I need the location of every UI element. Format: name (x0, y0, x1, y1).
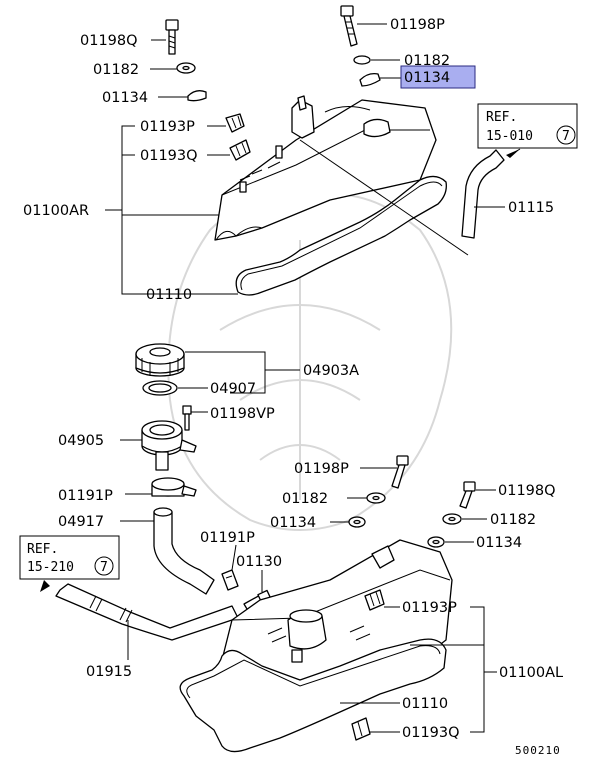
label-04903a: 04903A (303, 363, 359, 379)
gasket-01110-lower[interactable] (179, 638, 447, 753)
seal-01134-lower-right[interactable] (427, 536, 445, 548)
label-01191p-left: 01191P (58, 488, 113, 504)
svg-text:15-210: 15-210 (27, 560, 74, 575)
seal-01134-lower-left[interactable] (348, 516, 366, 528)
label-01110-lower: 01110 (402, 696, 448, 712)
gasket-04907[interactable] (142, 380, 178, 396)
label-01100ar: 01100AR (23, 203, 89, 219)
clip-01193q-lower[interactable] (351, 717, 371, 741)
clip-01193q-top[interactable] (229, 139, 251, 161)
hose-01115[interactable] (461, 149, 505, 239)
ref-box-top[interactable]: REF. 15-010 7 (477, 103, 578, 158)
label-04907: 04907 (210, 381, 256, 397)
clip-01193p-top[interactable] (225, 113, 245, 133)
washer-01182-lower-right[interactable] (442, 513, 462, 525)
svg-text:7: 7 (562, 129, 570, 144)
bolt-01198p-lower[interactable] (391, 455, 409, 489)
label-01134-top-right: 01134 (404, 70, 450, 86)
label-01193q-top: 01193Q (140, 148, 198, 164)
label-01182-lower-right: 01182 (490, 512, 536, 528)
hose-01915[interactable] (55, 583, 239, 641)
bolt-01198q-top-left[interactable] (165, 19, 179, 55)
label-01198q-lower: 01198Q (498, 483, 556, 499)
label-01100al: 01100AL (499, 665, 563, 681)
svg-text:7: 7 (100, 560, 108, 575)
valve-cover-01100ar[interactable] (214, 95, 437, 241)
hose-clip-01191p-mid[interactable] (221, 569, 239, 591)
washer-01182-top-left[interactable] (176, 62, 196, 74)
label-01130: 01130 (236, 554, 282, 570)
label-01193q-lower: 01193Q (402, 725, 460, 741)
label-01191p-mid: 01191P (200, 530, 255, 546)
label-01134-lower-left: 01134 (270, 515, 316, 531)
oil-cap-04903a[interactable] (135, 343, 185, 377)
highlight-box-01134[interactable] (400, 65, 476, 89)
bolt-01198p-top-right[interactable] (340, 5, 358, 47)
bolt-01198q-lower[interactable] (459, 481, 476, 509)
label-01134-top-left: 01134 (102, 90, 148, 106)
bolt-01198vp[interactable] (182, 405, 192, 431)
label-01193p-lower: 01193P (402, 600, 457, 616)
washer-01182-top-right[interactable] (353, 55, 371, 65)
hose-04917[interactable] (153, 507, 215, 595)
clip-01193p-lower[interactable] (364, 589, 385, 611)
label-01198p-lower: 01198P (294, 461, 349, 477)
label-01182-top-left: 01182 (93, 62, 139, 78)
label-01110-top: 01110 (146, 287, 192, 303)
label-04917: 04917 (58, 514, 104, 530)
label-01182-lower-left: 01182 (282, 491, 328, 507)
label-01198vp: 01198VP (210, 406, 275, 422)
label-04905: 04905 (58, 433, 104, 449)
svg-text:REF.: REF. (486, 110, 517, 125)
oil-filler-neck-04905[interactable] (141, 420, 197, 471)
label-01198q-top: 01198Q (80, 33, 138, 49)
seal-01134-top-right[interactable] (359, 72, 381, 87)
washer-01182-lower-left[interactable] (366, 492, 386, 504)
label-01193p-top: 01193P (140, 119, 195, 135)
svg-text:REF.: REF. (27, 542, 58, 557)
label-01182-top-right: 01182 (404, 53, 450, 69)
label-01198p-top: 01198P (390, 17, 445, 33)
label-01134-lower-right: 01134 (476, 535, 522, 551)
label-01915: 01915 (86, 664, 132, 680)
hose-clip-01191p-left[interactable] (151, 477, 197, 497)
gasket-01110-top[interactable] (235, 175, 447, 296)
svg-text:15-010: 15-010 (486, 129, 533, 144)
diagram-id: 500210 (515, 744, 561, 757)
leader-cover-to-hose (299, 139, 469, 256)
bracket-01100al (410, 606, 497, 733)
label-01115: 01115 (508, 200, 554, 216)
ref-box-left[interactable]: REF. 15-210 7 (19, 535, 120, 592)
seal-01134-top-left[interactable] (187, 90, 207, 102)
